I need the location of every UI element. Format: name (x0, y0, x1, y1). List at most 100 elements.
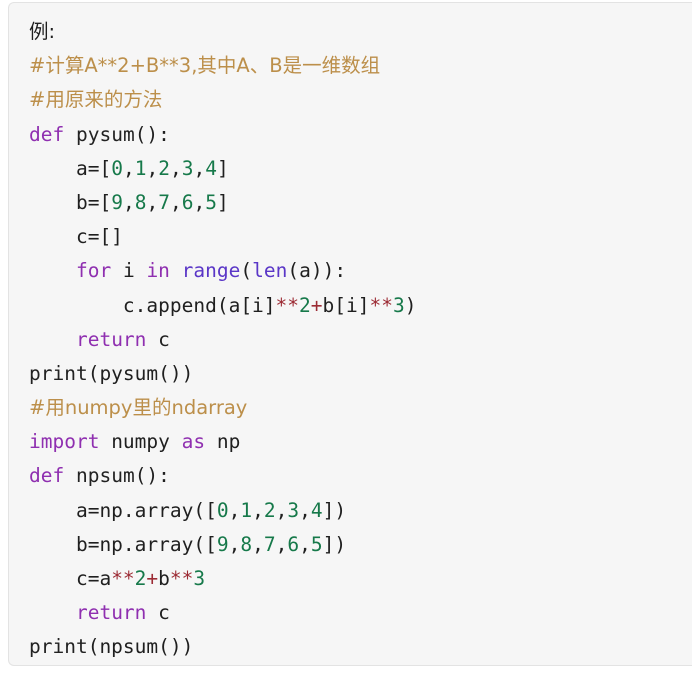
code-token-punct: ] (216, 190, 229, 214)
code-token-keyword: in (146, 259, 170, 283)
code-token-punct: (pysum()) (87, 361, 194, 385)
code-token-punct: , (122, 190, 135, 214)
code-token-punct: , (193, 156, 206, 180)
code-token-number: 6 (181, 190, 194, 214)
code-token-punct: , (146, 190, 159, 214)
code-line: def npsum(): (9, 459, 692, 493)
code-token-comment: #用numpy里的ndarray (29, 396, 248, 420)
code-token-plain: c.append(a[i] (29, 293, 276, 317)
code-token-punct: , (146, 156, 159, 180)
code-token-plain (29, 601, 76, 624)
code-token-plain: c=a (29, 567, 112, 590)
code-token-number: 7 (263, 532, 276, 556)
code-token-operator: + (310, 293, 323, 317)
code-token-keyword: def (29, 464, 65, 488)
code-token-plain: i (111, 259, 147, 283)
code-line: #用原来的方法 (9, 83, 692, 117)
code-token-plain (29, 259, 76, 282)
code-token-punct: ] (216, 156, 229, 180)
code-token-number: 5 (205, 190, 217, 214)
code-token-plain: b (158, 567, 170, 590)
code-token-number: 8 (134, 190, 147, 214)
code-token-number: 4 (205, 156, 217, 180)
code-token-plain: numpy (99, 430, 182, 454)
code-token-plain: 例: (29, 20, 56, 43)
code-token-number: 8 (240, 532, 253, 556)
code-line: print(npsum()) (9, 630, 692, 664)
code-token-plain: c=[] (29, 225, 123, 249)
code-token-builtin: range (181, 259, 241, 283)
code-token-punct: (): (134, 122, 170, 146)
code-token-number: 0 (216, 498, 229, 522)
code-token-comment: #计算A**2+B**3,其中A、B是一维数组 (29, 54, 381, 78)
code-token-operator: + (146, 567, 159, 590)
code-token-punct: ]) (322, 498, 347, 522)
code-token-plain (64, 123, 76, 146)
code-line: a=np.array([0,1,2,3,4]) (9, 494, 692, 528)
code-token-keyword: as (181, 430, 206, 454)
code-token-number: 4 (310, 498, 323, 522)
code-line: return c (9, 596, 692, 630)
code-token-punct: , (275, 532, 288, 556)
code-token-function_name: pysum (75, 122, 135, 146)
code-token-number: 6 (287, 532, 300, 556)
code-line: c=[] (9, 220, 692, 254)
code-block-card: 例: #计算A**2+B**3,其中A、B是一维数组 #用原来的方法 def pysu… (8, 2, 692, 666)
code-token-plain: np (205, 430, 241, 454)
code-token-number: 9 (111, 190, 123, 214)
code-token-plain (170, 259, 182, 282)
code-token-number: 0 (111, 156, 123, 180)
code-line: b=[9,8,7,6,5] (9, 186, 692, 220)
code-token-number: 3 (287, 498, 300, 522)
code-token-plain (64, 464, 76, 487)
code-token-plain: c (146, 601, 170, 625)
code-token-punct: (a)): (287, 259, 347, 283)
code-token-number: 3 (392, 293, 405, 317)
code-line: print(pysum()) (9, 357, 692, 391)
code-token-punct: , (122, 156, 135, 180)
code-token-punct: , (299, 532, 311, 556)
code-line: import numpy as np (9, 425, 692, 459)
code-token-keyword: for (75, 259, 112, 283)
code-token-number: 3 (181, 156, 194, 180)
code-line: 例: (9, 15, 692, 49)
code-token-punct: , (193, 190, 206, 214)
code-token-plain: b=np.array([ (29, 532, 217, 556)
code-token-punct: (): (134, 464, 170, 488)
code-token-operator: ** (275, 293, 300, 317)
code-line: for i in range(len(a)): (9, 254, 692, 288)
code-token-operator: ** (369, 293, 393, 317)
code-line: c.append(a[i]**2+b[i]**3) (9, 289, 692, 323)
code-token-number: 7 (158, 190, 170, 214)
code-token-number: 2 (158, 156, 170, 180)
code-token-plain (29, 328, 76, 351)
code-line: #计算A**2+B**3,其中A、B是一维数组 (9, 49, 692, 83)
code-token-punct: , (169, 156, 182, 180)
code-token-number: 1 (134, 156, 147, 180)
code-token-number: 5 (310, 532, 323, 556)
code-token-plain: a=np.array([ (29, 498, 217, 522)
code-line: a=[0,1,2,3,4] (9, 152, 692, 186)
code-token-operator: ** (169, 567, 194, 590)
python-code-listing[interactable]: 例: #计算A**2+B**3,其中A、B是一维数组 #用原来的方法 def pysu… (9, 15, 692, 665)
code-token-print_function: print (29, 635, 88, 659)
code-token-keyword: return (75, 327, 147, 351)
code-token-function_name: npsum (75, 464, 135, 488)
code-token-builtin: len (252, 259, 288, 283)
code-token-comment: #用原来的方法 (29, 88, 163, 112)
code-token-plain: b=[ (29, 190, 112, 214)
code-token-punct: ]) (322, 532, 347, 556)
code-token-punct: , (252, 532, 264, 556)
code-token-number: 9 (216, 532, 229, 556)
code-token-print_function: print (29, 361, 88, 385)
code-token-number: 1 (240, 498, 253, 522)
code-line: def pysum(): (9, 118, 692, 152)
code-line: return c (9, 323, 692, 357)
code-line: c=a**2+b**3 (9, 562, 692, 596)
code-token-number: 2 (299, 293, 311, 317)
code-token-punct: , (228, 532, 241, 556)
code-token-keyword: import (29, 430, 100, 454)
code-token-keyword: return (75, 601, 147, 625)
code-token-punct: , (275, 498, 288, 522)
code-token-keyword: def (29, 122, 65, 146)
